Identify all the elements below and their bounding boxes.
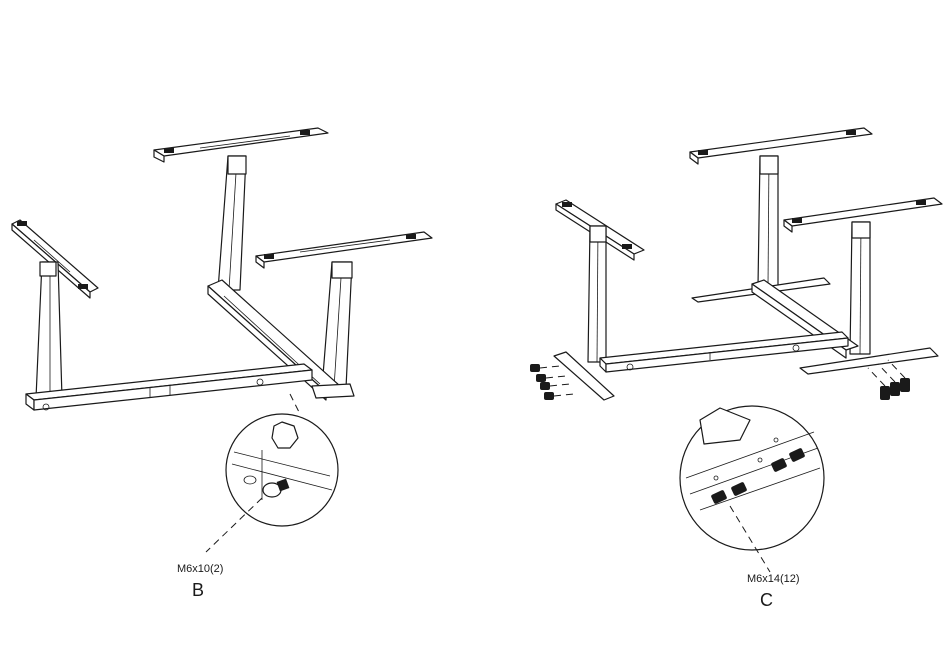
step-b-letter: B (192, 580, 204, 601)
step-c-spec: M6x14(12) (747, 573, 800, 585)
detail-b (206, 394, 338, 552)
frame-c (530, 128, 942, 400)
frame-b-front-rail (26, 364, 312, 410)
screw-icon (544, 392, 574, 400)
frame-c-back-bracket (690, 128, 872, 164)
step-c-letter: C (760, 590, 773, 611)
frame-b (12, 128, 432, 410)
frame-b-left-leg (36, 262, 62, 398)
frame-c-right-screws (868, 360, 910, 400)
frame-c-back-leg (758, 156, 778, 286)
screw-icon (536, 374, 566, 382)
frame-c-right-leg (850, 222, 870, 354)
detail-c (680, 406, 824, 572)
frame-b-right-leg (322, 262, 352, 388)
frame-c-left-leg (588, 226, 606, 362)
screw-icon (540, 382, 570, 390)
frame-b-right-base (312, 384, 354, 398)
step-b-spec: M6x10(2) (177, 563, 223, 575)
frame-c-left-screws (530, 364, 574, 400)
frame-b-back-leg (218, 156, 246, 290)
screw-icon (530, 364, 560, 372)
